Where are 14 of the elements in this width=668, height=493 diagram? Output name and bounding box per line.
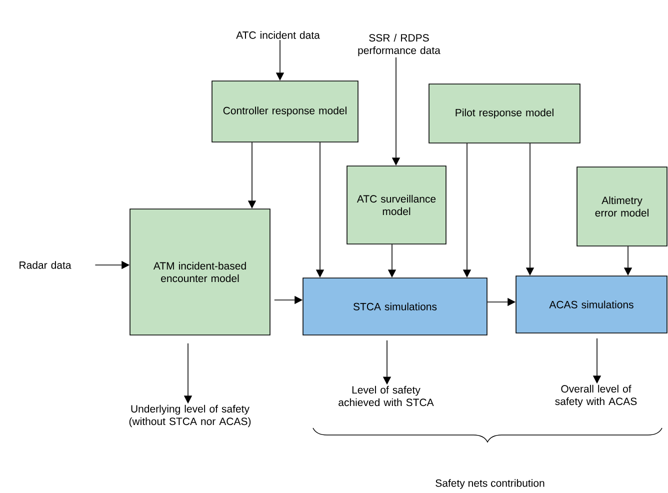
model-box: ATM incident-based encounter model <box>130 208 270 336</box>
text-label: ATC incident data <box>236 31 320 39</box>
text-label: Overall level of safety with ACAS <box>555 384 637 408</box>
model-box: Pilot response model <box>428 84 580 144</box>
text-label: Level of safety achieved with STCA <box>338 386 434 406</box>
text-label: Underlying level of safety (without STCA nor ACAS) <box>129 404 251 428</box>
model-box: ATC surveillance model <box>346 166 446 244</box>
brace-label: Safety nets contribution <box>436 479 544 489</box>
model-box: Altimetry error model <box>576 166 668 246</box>
text-label: Radar data <box>20 261 72 269</box>
simulation-box: ACAS simulations <box>516 276 668 334</box>
model-box: Controller response model <box>212 80 358 142</box>
text-label: SSR / RDPS performance data <box>358 34 440 56</box>
simulation-box: STCA simulations <box>302 278 488 336</box>
